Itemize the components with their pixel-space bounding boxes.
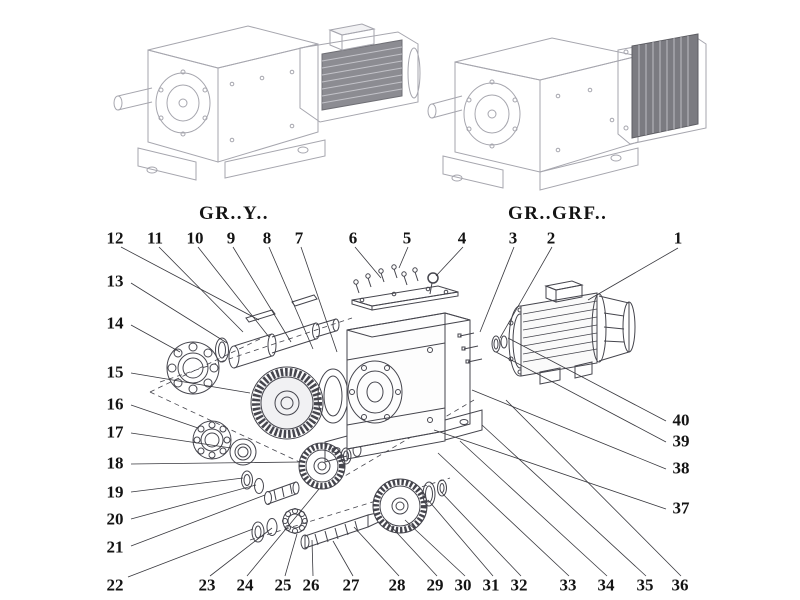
- input-bearing: [166, 341, 220, 395]
- callout-33: 33: [559, 575, 577, 595]
- variant-label-grgrf: GR..GRF..: [508, 203, 608, 224]
- callout-31: 31: [482, 575, 500, 595]
- callout-4: 4: [457, 228, 467, 248]
- callout-40: 40: [672, 410, 690, 430]
- callout-39: 39: [672, 431, 690, 451]
- callout-7: 7: [294, 228, 304, 248]
- callout-21: 21: [106, 537, 124, 557]
- callout-13: 13: [106, 271, 124, 291]
- callout-15: 15: [106, 362, 124, 382]
- shaft-key-1: [245, 309, 276, 323]
- callout-5: 5: [402, 228, 412, 248]
- callout-22: 22: [106, 575, 124, 595]
- callout-10: 10: [186, 228, 204, 248]
- callout-32: 32: [510, 575, 528, 595]
- callout-23: 23: [198, 575, 216, 595]
- callout-29: 29: [426, 575, 444, 595]
- output-gear: [372, 478, 447, 534]
- callout-28: 28: [388, 575, 406, 595]
- pinion-washers: [241, 470, 300, 505]
- callout-20: 20: [106, 509, 124, 529]
- variant-label-gry: GR..Y..: [199, 203, 269, 224]
- callout-17: 17: [106, 422, 124, 442]
- screws: [353, 264, 419, 294]
- intermediate-gear: [298, 442, 362, 490]
- exploded-view: [149, 264, 636, 550]
- callout-6: 6: [348, 228, 358, 248]
- large-gear: [250, 366, 324, 440]
- callout-25: 25: [274, 575, 292, 595]
- callout-36: 36: [671, 575, 689, 595]
- callout-11: 11: [146, 228, 164, 248]
- callout-12: 12: [106, 228, 124, 248]
- callout-19: 19: [106, 482, 124, 502]
- callout-16: 16: [106, 394, 124, 414]
- shaft-key-2: [291, 294, 318, 307]
- callout-38: 38: [672, 458, 690, 478]
- cover-plate-and-screws: [351, 264, 459, 311]
- callout-24: 24: [236, 575, 254, 595]
- output-washers-bearing: [251, 508, 308, 543]
- machine-grgrf-drawing: [427, 33, 707, 191]
- callout-3: 3: [508, 228, 518, 248]
- callout-1: 1: [673, 228, 683, 248]
- callout-34: 34: [597, 575, 615, 595]
- input-seal-washer: [215, 337, 229, 363]
- gearbox-housing: [324, 312, 483, 463]
- callout-26: 26: [302, 575, 320, 595]
- machine-gry-drawing: [113, 23, 421, 181]
- eye-bolt: [427, 272, 439, 295]
- intermediate-bearings: [192, 420, 257, 466]
- callout-14: 14: [106, 313, 124, 333]
- callout-2: 2: [546, 228, 556, 248]
- studs-washers: [457, 332, 508, 364]
- leader-lines: [120, 246, 682, 578]
- callout-30: 30: [454, 575, 472, 595]
- callout-37: 37: [672, 498, 690, 518]
- callout-9: 9: [226, 228, 236, 248]
- input-shaft-assembly: [228, 294, 340, 369]
- callout-35: 35: [636, 575, 654, 595]
- callout-18: 18: [106, 453, 124, 473]
- callout-27: 27: [342, 575, 360, 595]
- callout-8: 8: [262, 228, 272, 248]
